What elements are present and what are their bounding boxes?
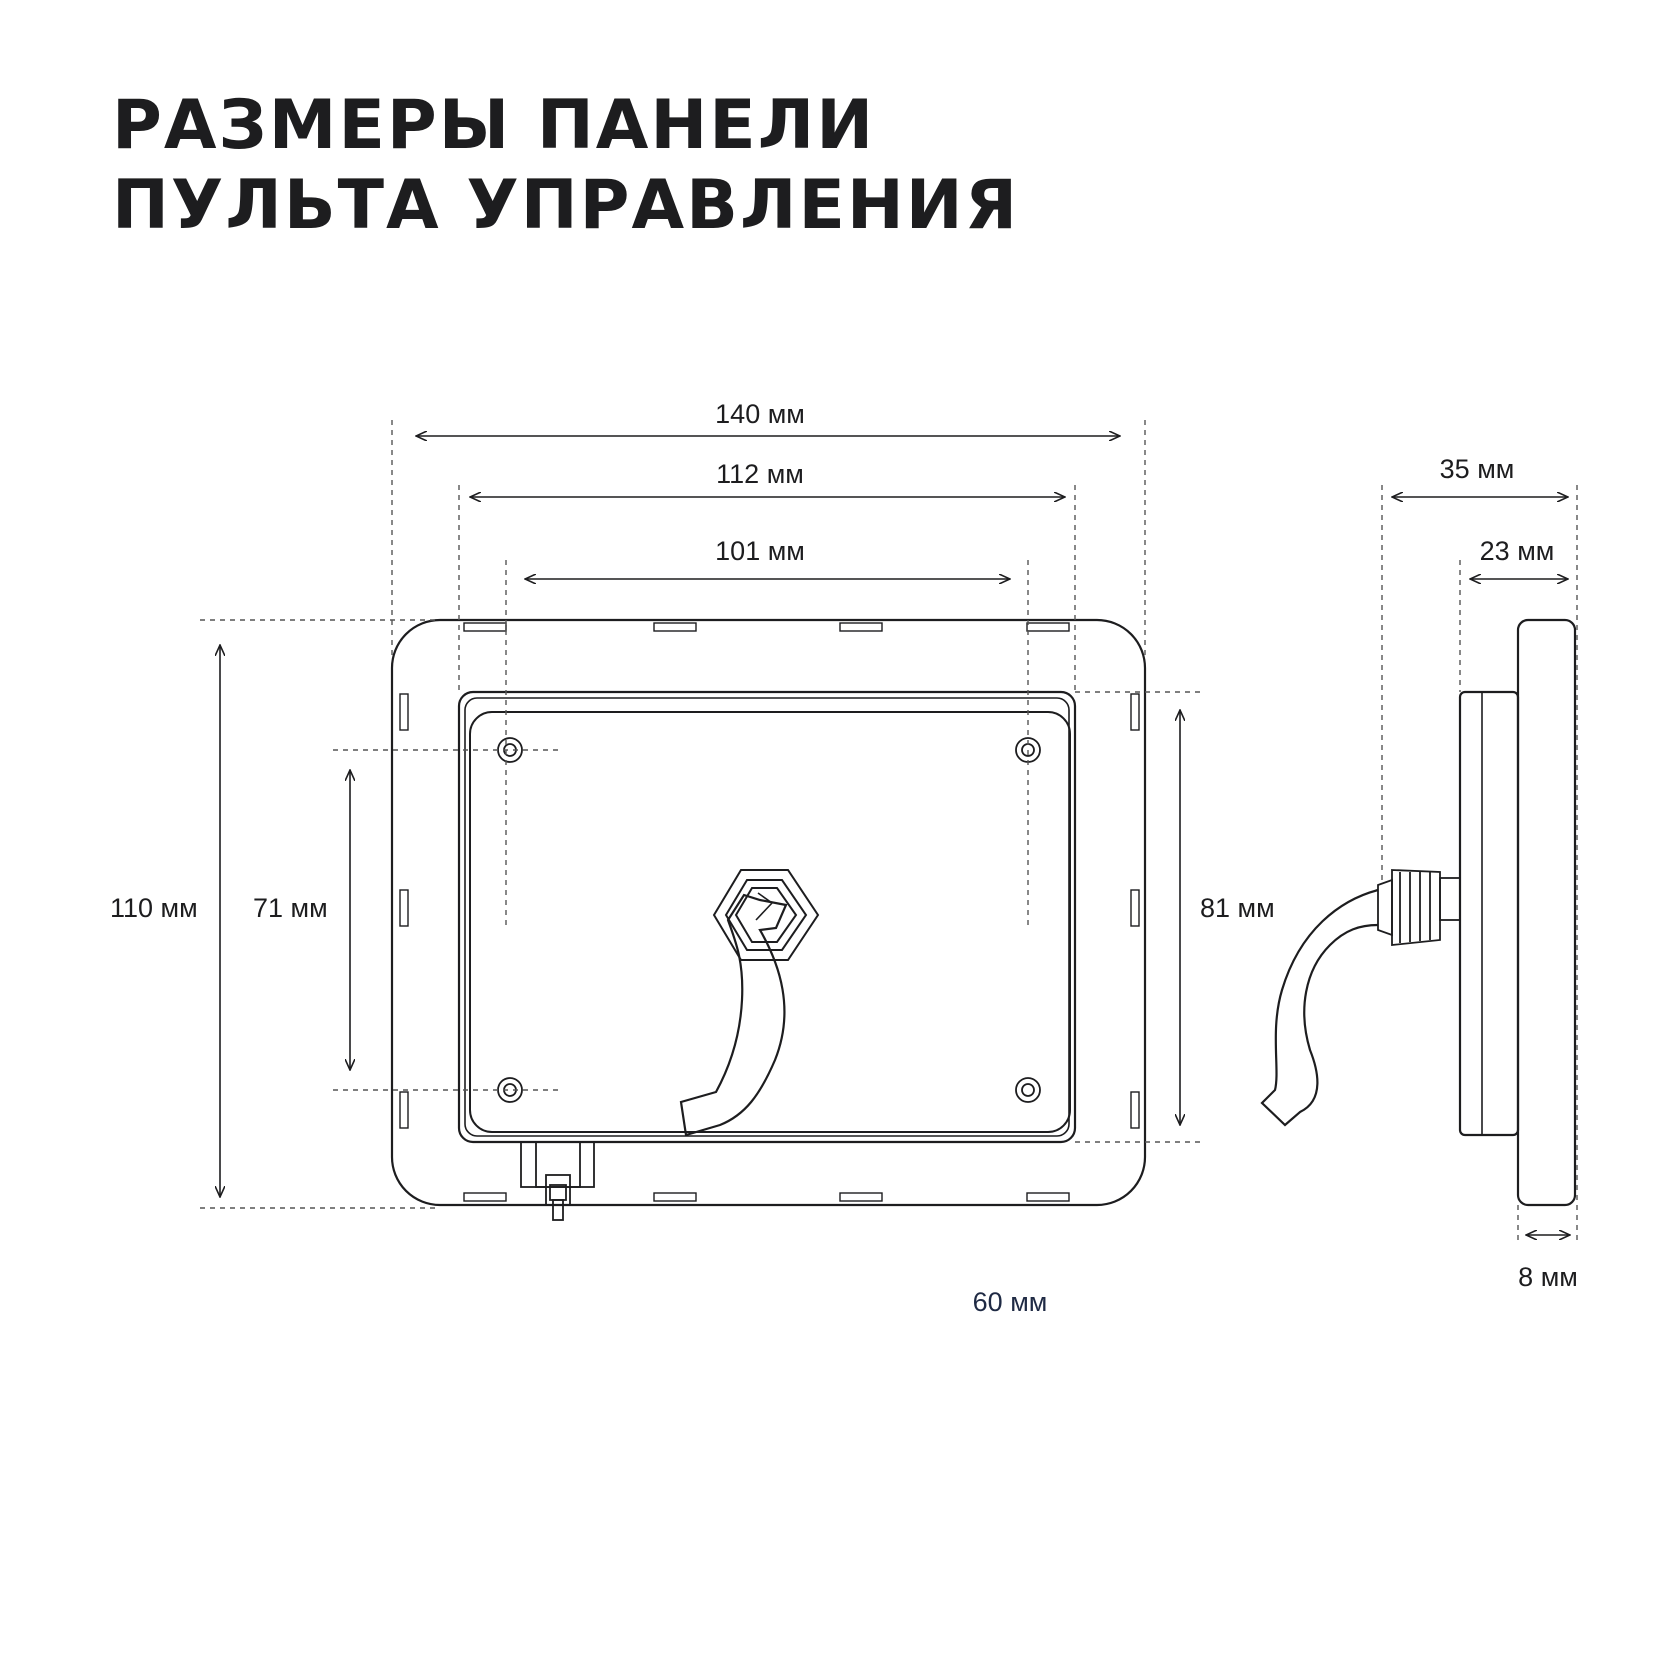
side-frame xyxy=(1516,618,1577,1207)
title-line-2: ПУЛЬТА УПРАВЛЕНИЯ xyxy=(112,166,1020,245)
cable-gland xyxy=(712,869,820,961)
label-width-holes: 101 мм xyxy=(715,536,805,566)
front-view xyxy=(390,618,1147,1221)
mounting-holes xyxy=(497,737,1041,1103)
outer-frame xyxy=(390,618,1147,1207)
frame-slots xyxy=(399,622,1140,1202)
label-height-holes: 71 мм xyxy=(253,893,328,923)
label-extra: 60 мм xyxy=(973,1287,1048,1317)
label-width-middle: 112 мм xyxy=(716,459,804,489)
extension-lines xyxy=(200,420,1200,1209)
label-depth-total: 35 мм xyxy=(1440,454,1515,484)
label-height-outer: 110 мм xyxy=(110,893,198,923)
side-gland xyxy=(1377,869,1461,946)
dimension-arrows xyxy=(220,436,1180,1197)
label-height-inner: 81 мм xyxy=(1200,893,1275,923)
label-depth-body: 23 мм xyxy=(1480,536,1555,566)
page-title: РАЗМЕРЫ ПАНЕЛИ ПУЛЬТА УПРАВЛЕНИЯ xyxy=(112,86,1019,246)
inner-body xyxy=(457,690,1077,1144)
side-cable xyxy=(1260,888,1379,1127)
side-view xyxy=(1260,618,1577,1207)
inner-panel xyxy=(469,711,1071,1133)
label-width-outer: 140 мм xyxy=(715,399,805,429)
label-depth-frame: 8 мм xyxy=(1518,1262,1578,1292)
title-line-1: РАЗМЕРЫ ПАНЕЛИ xyxy=(112,86,876,165)
front-cable xyxy=(679,893,788,1137)
inner-body-edge xyxy=(464,697,1070,1137)
side-body xyxy=(1458,690,1520,1137)
bottom-connector xyxy=(520,1141,595,1221)
